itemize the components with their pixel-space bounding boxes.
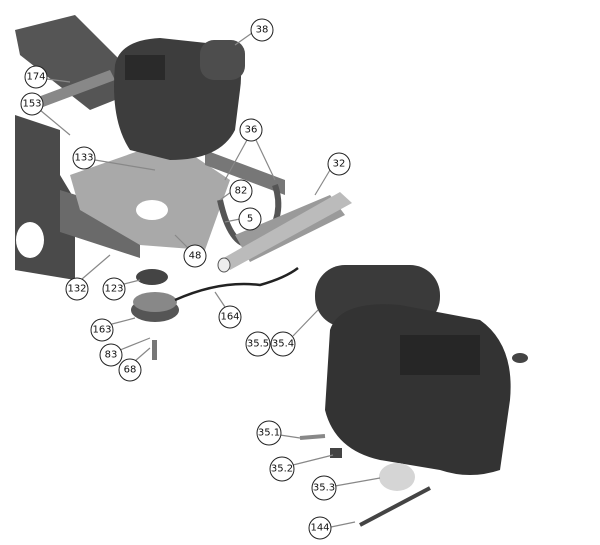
clutch-assembly bbox=[131, 267, 299, 360]
engine-top bbox=[114, 38, 245, 160]
callout-35-2[interactable]: 35.2 bbox=[269, 456, 295, 482]
callout-label: 35.4 bbox=[272, 339, 294, 350]
callout-label: 35.5 bbox=[247, 339, 269, 350]
callout-35-5[interactable]: 35.5 bbox=[245, 331, 271, 357]
callout-label: 35.3 bbox=[313, 483, 335, 494]
callout-label: 153 bbox=[22, 99, 41, 110]
callout-48[interactable]: 48 bbox=[183, 244, 207, 268]
callout-38[interactable]: 38 bbox=[250, 18, 274, 42]
callout-68[interactable]: 68 bbox=[118, 358, 142, 382]
callout-123[interactable]: 123 bbox=[102, 277, 126, 301]
callout-82[interactable]: 82 bbox=[229, 179, 253, 203]
callout-label: 82 bbox=[235, 186, 248, 197]
callout-163[interactable]: 163 bbox=[90, 318, 114, 342]
leader-lines bbox=[39, 32, 381, 528]
callout-35-4[interactable]: 35.4 bbox=[270, 331, 296, 357]
callout-label: 32 bbox=[333, 159, 346, 170]
callout-133[interactable]: 133 bbox=[72, 146, 96, 170]
callout-label: 174 bbox=[26, 72, 45, 83]
callout-label: 35.1 bbox=[258, 428, 280, 439]
callout-35-3[interactable]: 35.3 bbox=[311, 475, 337, 501]
callout-132[interactable]: 132 bbox=[65, 277, 89, 301]
callout-174[interactable]: 174 bbox=[24, 65, 48, 89]
callout-label: 163 bbox=[92, 325, 111, 336]
engine-bottom bbox=[299, 265, 528, 527]
callout-label: 132 bbox=[67, 284, 86, 295]
callout-153[interactable]: 153 bbox=[20, 92, 44, 116]
callout-label: 36 bbox=[245, 125, 258, 136]
mower-frame bbox=[15, 15, 285, 280]
callout-label: 164 bbox=[220, 312, 239, 323]
callout-32[interactable]: 32 bbox=[327, 152, 351, 176]
muffler bbox=[217, 184, 352, 273]
callout-label: 144 bbox=[310, 523, 329, 534]
callout-label: 83 bbox=[105, 350, 118, 361]
callout-label: 35.2 bbox=[271, 464, 293, 475]
callout-label: 123 bbox=[104, 284, 123, 295]
callout-144[interactable]: 144 bbox=[308, 516, 332, 540]
callout-83[interactable]: 83 bbox=[99, 343, 123, 367]
callout-label: 5 bbox=[247, 214, 253, 225]
callout-36[interactable]: 36 bbox=[239, 118, 263, 142]
callout-label: 48 bbox=[189, 251, 202, 262]
callout-164[interactable]: 164 bbox=[218, 305, 242, 329]
callout-5[interactable]: 5 bbox=[238, 207, 262, 231]
callout-label: 38 bbox=[256, 25, 269, 36]
callout-label: 68 bbox=[124, 365, 137, 376]
callout-label: 133 bbox=[74, 153, 93, 164]
callout-35-1[interactable]: 35.1 bbox=[256, 420, 282, 446]
